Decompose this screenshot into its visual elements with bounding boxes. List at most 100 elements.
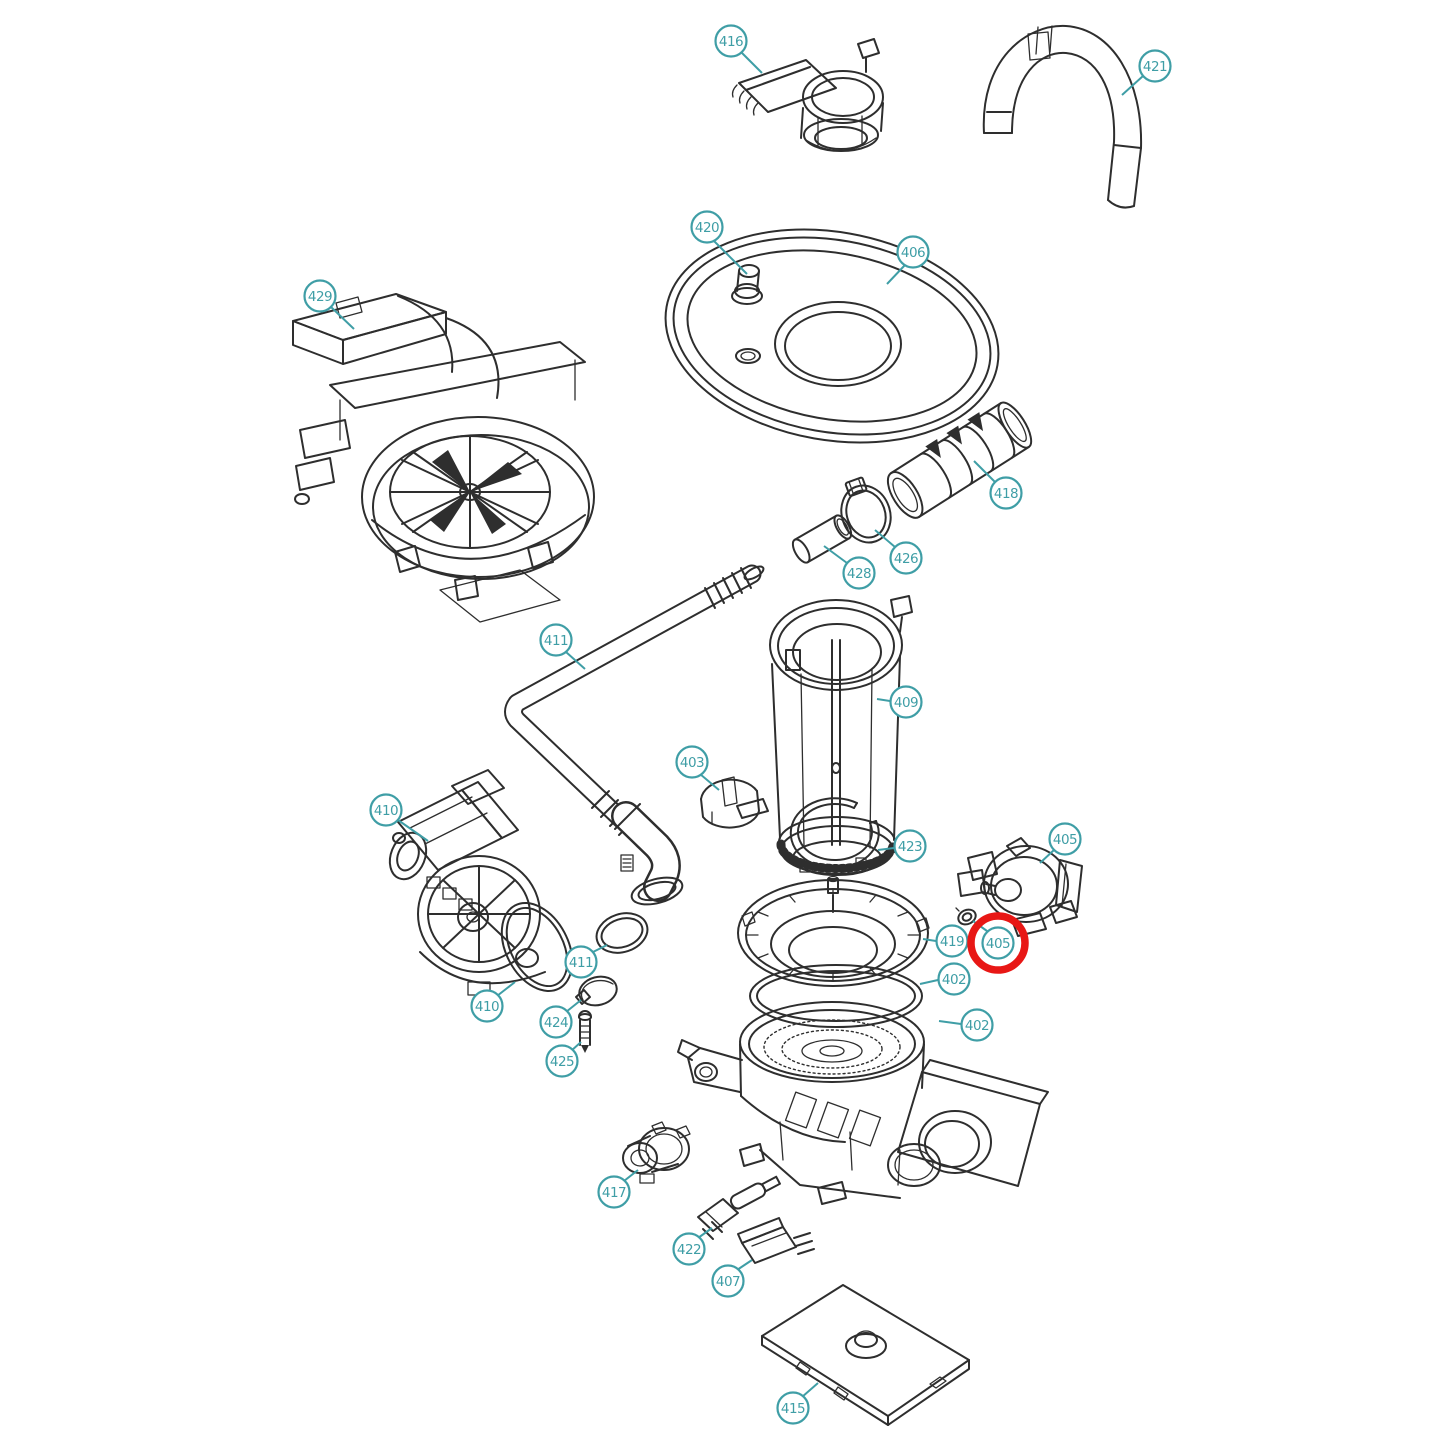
part-number-text: 410 bbox=[475, 999, 499, 1015]
callout-417[interactable]: 417 bbox=[597, 1169, 639, 1209]
line-art-layer bbox=[292, 24, 1143, 1426]
part-number-text: 415 bbox=[781, 1401, 805, 1417]
leader-line bbox=[801, 1382, 819, 1398]
part-number-badge bbox=[1138, 49, 1172, 83]
part-number-text: 403 bbox=[680, 755, 704, 771]
part-number-badge bbox=[893, 829, 927, 863]
callout-428[interactable]: 428 bbox=[823, 545, 876, 590]
leader-line bbox=[876, 698, 891, 702]
part-number-badge bbox=[960, 1008, 994, 1042]
part-number-badge bbox=[889, 541, 923, 575]
part-number-badge bbox=[690, 210, 724, 244]
leader-line bbox=[623, 1169, 639, 1182]
part-number-badge bbox=[539, 623, 573, 657]
callout-415[interactable]: 415 bbox=[776, 1382, 819, 1425]
leader-line bbox=[973, 460, 996, 483]
part-410-oring-drawing bbox=[500, 902, 574, 992]
part-416-drawing bbox=[731, 38, 884, 152]
highlight-ring bbox=[967, 912, 1029, 974]
callout-402-sump[interactable]: 402 bbox=[938, 1008, 994, 1042]
part-410-drawing bbox=[388, 769, 546, 996]
callout-layer: 416 421 420 406 429 418 426 428 411 409 403 423 405 4… bbox=[303, 24, 1172, 1425]
leader-line bbox=[922, 938, 937, 942]
part-number-badge bbox=[937, 962, 971, 996]
callout-407[interactable]: 407 bbox=[711, 1259, 753, 1298]
callout-424[interactable]: 424 bbox=[539, 999, 582, 1039]
part-428-drawing bbox=[791, 514, 853, 564]
part-417-drawing bbox=[622, 1121, 691, 1184]
part-number-text: 428 bbox=[847, 566, 871, 582]
leader-line bbox=[565, 651, 586, 670]
part-406-drawing bbox=[664, 228, 1000, 444]
leader-line bbox=[565, 999, 582, 1013]
callout-406[interactable]: 406 bbox=[886, 235, 930, 285]
part-number-text: 411 bbox=[569, 955, 593, 971]
leader-line bbox=[736, 1259, 753, 1271]
part-number-text: 407 bbox=[716, 1274, 740, 1290]
callout-422[interactable]: 422 bbox=[672, 1227, 713, 1266]
part-number-badge bbox=[981, 926, 1015, 960]
part-420-drawing bbox=[731, 264, 763, 305]
part-423-drawing bbox=[789, 797, 880, 873]
leader-line bbox=[740, 51, 763, 74]
callout-420[interactable]: 420 bbox=[690, 210, 748, 275]
leader-line bbox=[1121, 75, 1144, 96]
part-number-badge bbox=[597, 1175, 631, 1209]
part-number-badge bbox=[672, 1232, 706, 1266]
part-number-badge bbox=[711, 1264, 745, 1298]
part-number-text: 420 bbox=[695, 220, 719, 236]
part-411-oring-drawing bbox=[595, 912, 649, 954]
callout-405-pump[interactable]: 405 bbox=[1039, 822, 1082, 864]
leader-line bbox=[1039, 849, 1055, 864]
part-402-sump-drawing bbox=[677, 1001, 1049, 1205]
callout-411-hose[interactable]: 411 bbox=[539, 623, 586, 670]
callout-421[interactable]: 421 bbox=[1121, 49, 1172, 96]
part-number-text: 423 bbox=[898, 839, 922, 855]
part-426-drawing bbox=[840, 476, 892, 544]
leader-line bbox=[330, 306, 355, 330]
part-number-badge bbox=[842, 556, 876, 590]
part-421-drawing bbox=[982, 24, 1143, 209]
part-number-text: 425 bbox=[550, 1054, 574, 1070]
callout-423[interactable]: 423 bbox=[877, 829, 927, 863]
part-411-drawing bbox=[504, 564, 765, 906]
part-number-text: 402 bbox=[965, 1018, 989, 1034]
leader-line bbox=[496, 981, 516, 997]
part-number-badge bbox=[545, 1044, 579, 1078]
callout-416[interactable]: 416 bbox=[714, 24, 763, 74]
part-418-drawing bbox=[886, 401, 1033, 519]
part-number-text: 405 bbox=[986, 936, 1010, 952]
leader-line bbox=[699, 773, 720, 791]
callout-409[interactable]: 409 bbox=[876, 685, 923, 719]
part-number-text: 416 bbox=[719, 34, 743, 50]
leader-line bbox=[697, 1227, 713, 1239]
part-number-badge bbox=[539, 1005, 573, 1039]
callout-419[interactable]: 419 bbox=[922, 924, 969, 958]
part-number-text: 409 bbox=[894, 695, 918, 711]
callout-410-oring[interactable]: 410 bbox=[470, 981, 516, 1023]
leader-line bbox=[877, 847, 895, 851]
part-number-badge bbox=[564, 945, 598, 979]
callout-411-oring[interactable]: 411 bbox=[564, 944, 608, 979]
callout-426[interactable]: 426 bbox=[874, 529, 923, 575]
leader-line bbox=[938, 1020, 962, 1025]
part-number-badge bbox=[675, 745, 709, 779]
part-422-drawing bbox=[697, 1175, 781, 1240]
part-number-text: 426 bbox=[894, 551, 918, 567]
part-number-badge bbox=[989, 476, 1023, 510]
callout-402-seal[interactable]: 402 bbox=[919, 962, 971, 996]
callout-425[interactable]: 425 bbox=[545, 1041, 582, 1078]
callout-405-grommet[interactable]: 405 bbox=[967, 912, 1029, 974]
part-number-text: 422 bbox=[677, 1242, 701, 1258]
leader-line bbox=[919, 979, 939, 985]
callout-429[interactable]: 429 bbox=[303, 279, 355, 330]
part-number-badge bbox=[303, 279, 337, 313]
part-number-text: 410 bbox=[374, 803, 398, 819]
part-number-badge bbox=[896, 235, 930, 269]
part-number-badge bbox=[1048, 822, 1082, 856]
callout-418[interactable]: 418 bbox=[973, 460, 1023, 510]
callout-403[interactable]: 403 bbox=[675, 745, 720, 791]
callout-410-motor[interactable]: 410 bbox=[369, 793, 429, 842]
part-number-text: 402 bbox=[942, 972, 966, 988]
